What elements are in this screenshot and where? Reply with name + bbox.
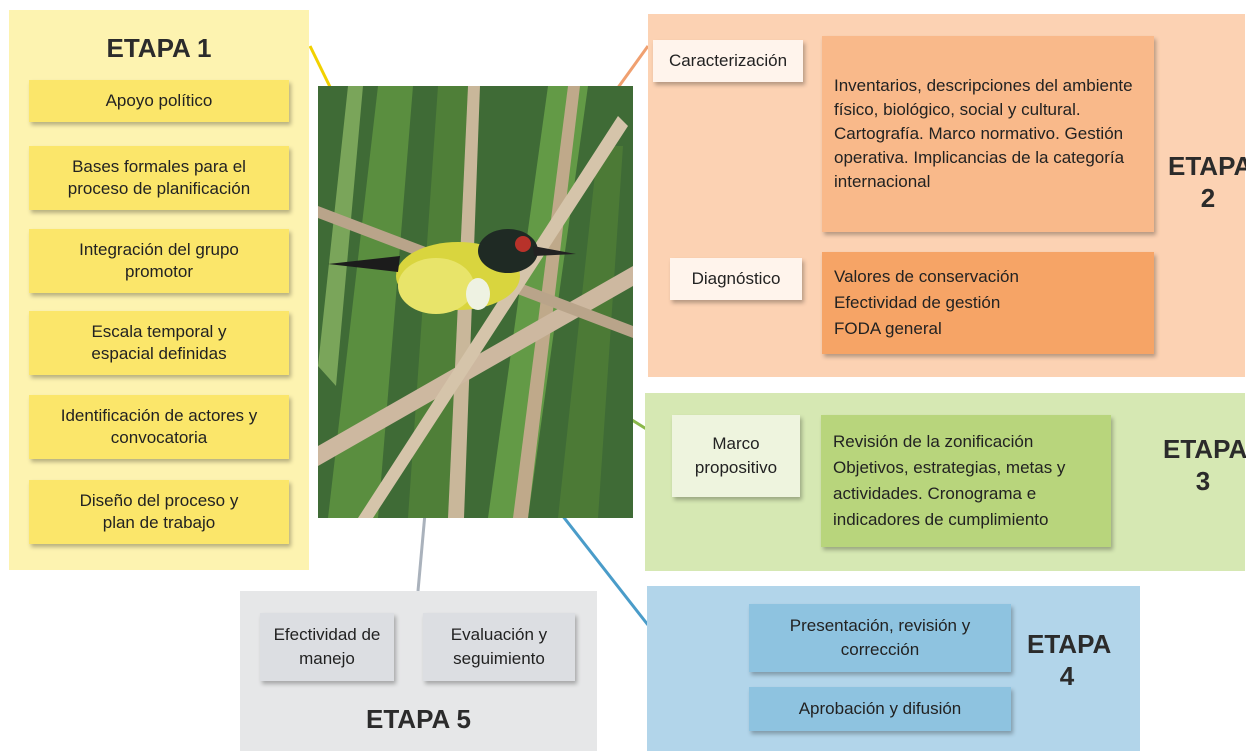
caracterizacion-details: Inventarios, descripciones del ambiente … [822, 36, 1154, 232]
stage2-title: ETAPA 2 [1168, 150, 1246, 214]
stage3-title-line1: ETAPA [1163, 434, 1246, 464]
marco-propositivo-details: Revisión de la zonificación Objetivos, e… [821, 415, 1111, 547]
stage3-title: ETAPA 3 [1163, 433, 1246, 497]
stage5-title: ETAPA 5 [366, 704, 471, 734]
stage3-panel: Marco propositivo Revisión de la zonific… [645, 393, 1246, 571]
stage1-item-escala: Escala temporal y espacial definidas [29, 311, 289, 375]
stage2-title-line1: ETAPA [1168, 151, 1246, 181]
stage5-panel: Efectividad de manejo Evaluación y segui… [240, 591, 597, 751]
caracterizacion-label: Caracterización [653, 40, 803, 82]
stage4-title: ETAPA 4 [1027, 628, 1112, 692]
stage2-panel: Caracterización Inventarios, descripcion… [648, 14, 1246, 377]
diagnostico-details: Valores de conservación Efectividad de g… [822, 252, 1154, 354]
stage1-panel: ETAPA 1 Apoyo político Bases formales pa… [9, 10, 309, 570]
stage5-item-evaluacion: Evaluación y seguimiento [423, 613, 575, 681]
stage1-item-integracion: Integración del grupo promotor [29, 229, 289, 293]
stage4-title-line2: 4 [1059, 661, 1075, 691]
stage4-title-line1: ETAPA [1027, 629, 1112, 659]
stage2-title-line2: 2 [1200, 183, 1216, 213]
stage1-item-identificacion: Identificación de actores y convocatoria [29, 395, 289, 459]
stage4-item-presentacion: Presentación, revisión y corrección [749, 604, 1011, 672]
marco-propositivo-label: Marco propositivo [672, 415, 800, 497]
stage1-title: ETAPA 1 [106, 33, 212, 63]
stage1-item-diseno: Diseño del proceso y plan de trabajo [29, 480, 289, 544]
stage4-item-aprobacion: Aprobación y difusión [749, 687, 1011, 731]
stage5-item-efectividad: Efectividad de manejo [260, 613, 394, 681]
bird-photo [318, 86, 633, 518]
stage4-panel: Presentación, revisión y corrección Apro… [647, 586, 1140, 751]
diagnostico-label: Diagnóstico [670, 258, 802, 300]
stage1-item-apoyo: Apoyo político [29, 80, 289, 122]
stage3-title-line2: 3 [1195, 466, 1211, 496]
stage1-item-bases: Bases formales para el proceso de planif… [29, 146, 289, 210]
